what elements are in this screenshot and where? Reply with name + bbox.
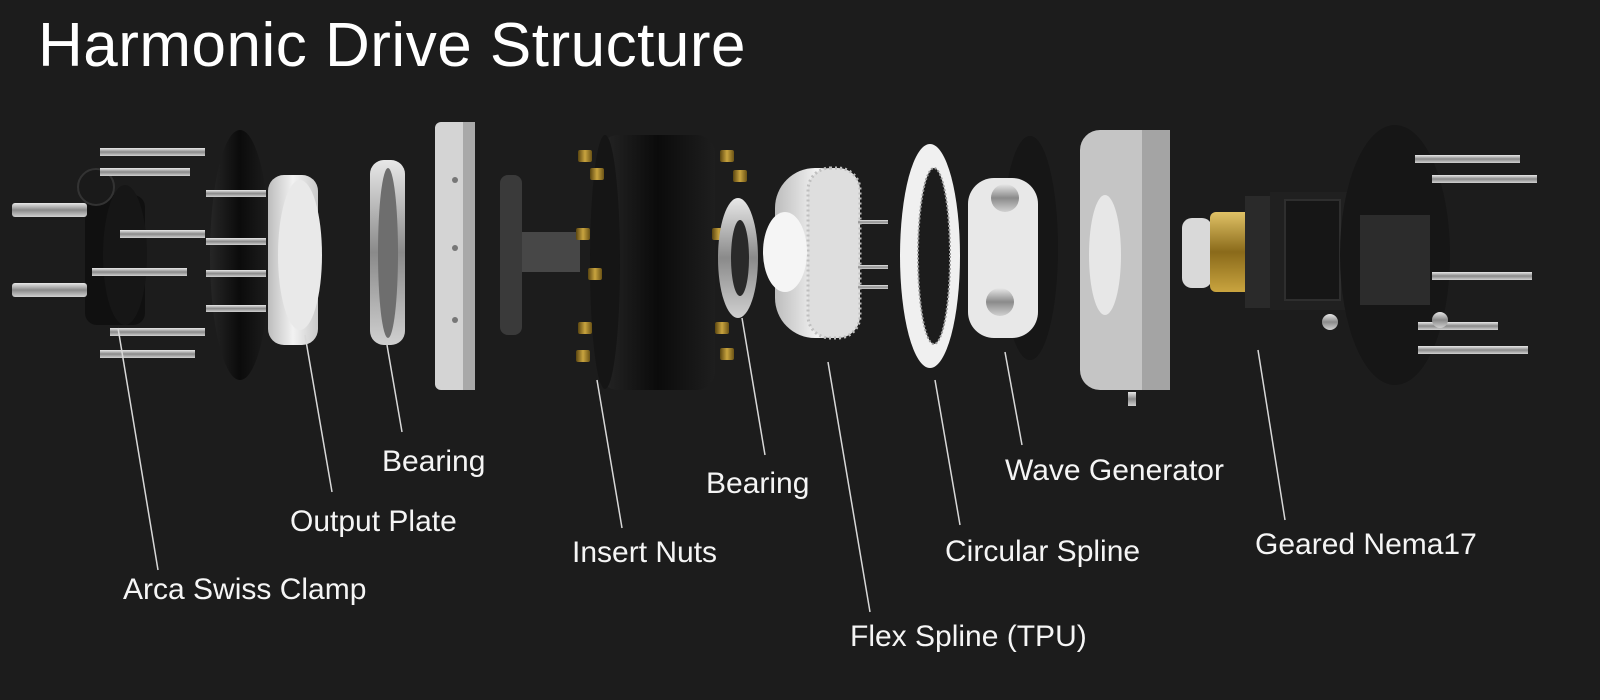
label-output-plate: Output Plate	[290, 505, 457, 538]
label-geared-nema17: Geared Nema17	[1255, 528, 1477, 561]
label-bearing-2: Bearing	[706, 467, 810, 500]
label-insert-nuts: Insert Nuts	[572, 536, 718, 569]
output-plate-part	[206, 130, 322, 380]
geared-nema17-part	[1182, 192, 1350, 310]
shaft-part	[500, 175, 580, 335]
flex-spline-part	[763, 166, 888, 340]
leader-lines	[117, 317, 1286, 613]
leader-wave-generator	[1004, 351, 1023, 446]
arca-swiss-clamp-part	[12, 148, 205, 358]
housing-plate-part	[435, 122, 475, 390]
page-title: Harmonic Drive Structure	[38, 11, 746, 80]
leader-insert-nuts	[596, 379, 623, 529]
leader-arca-swiss-clamp	[117, 327, 159, 571]
circular-spline-part	[900, 144, 960, 368]
leader-bearing-2	[741, 317, 766, 456]
label-bearing-1: Bearing	[382, 445, 486, 478]
label-flex-spline: Flex Spline (TPU)	[850, 620, 1087, 653]
wave-generator-part	[968, 130, 1170, 406]
leader-flex-spline	[827, 361, 871, 613]
label-wave-generator: Wave Generator	[1005, 454, 1224, 487]
leader-bearing-1	[386, 344, 403, 433]
leader-circular-spline	[934, 379, 961, 526]
main-housing-part	[590, 135, 715, 390]
label-circular-spline: Circular Spline	[945, 535, 1141, 568]
bearing-2-part	[718, 198, 758, 318]
leader-geared-nema17	[1257, 349, 1286, 521]
rear-plate-part	[1322, 125, 1537, 385]
label-arca-swiss-clamp: Arca Swiss Clamp	[123, 573, 367, 606]
bearing-1-part	[370, 160, 405, 345]
leader-output-plate	[304, 334, 333, 493]
